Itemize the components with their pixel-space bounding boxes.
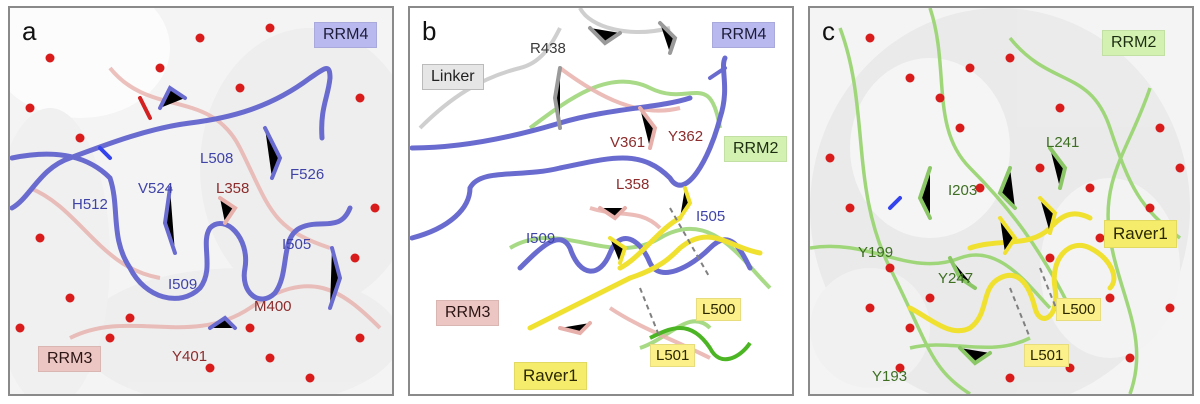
residue-label: I509 — [526, 230, 556, 247]
residue-label: R438 — [530, 40, 566, 57]
raver-residue-label: L501 — [650, 344, 696, 367]
residue-label: I505 — [282, 236, 312, 253]
residue-label: I203 — [948, 182, 978, 199]
structure-render-a — [10, 8, 392, 394]
raver-residue-label: L500 — [696, 298, 742, 321]
linker-label: Linker — [422, 64, 484, 90]
rrm4-label: RRM4 — [712, 22, 776, 48]
rrm2-strand-b — [649, 326, 752, 362]
residue-label: V361 — [610, 134, 646, 151]
residue-label: Y199 — [858, 244, 894, 261]
panel-letter: b — [422, 16, 437, 46]
raver-residue-label: L501 — [1024, 344, 1070, 367]
residue-label: Y193 — [872, 368, 908, 385]
linker-ribbon-b — [418, 8, 671, 130]
rrm2-label: RRM2 — [724, 136, 788, 162]
panel-a: a RRM4 RRM3 L508 F526 H512 V524 L358 I50… — [8, 6, 394, 396]
raver1-label: Raver1 — [514, 362, 587, 390]
residue-label: H512 — [72, 196, 108, 213]
residue-label: I505 — [696, 208, 726, 225]
raver-residue-label: L500 — [1056, 298, 1102, 321]
rrm4-label: RRM4 — [314, 22, 378, 48]
surface-a — [10, 8, 392, 394]
residue-label: L508 — [200, 150, 234, 167]
sticks-c — [888, 146, 1068, 366]
rrm3-label: RRM3 — [436, 300, 500, 326]
rrm4-ribbon-a — [10, 66, 353, 302]
residue-label: F526 — [290, 166, 325, 183]
residue-label: L358 — [616, 176, 650, 193]
residue-label: Y247 — [938, 270, 974, 287]
residue-label: M400 — [254, 298, 292, 315]
raver1-label: Raver1 — [1104, 220, 1177, 248]
residue-label: V524 — [138, 180, 174, 197]
residue-label: Y362 — [668, 128, 704, 145]
residue-label: I509 — [168, 276, 198, 293]
rrm3-label: RRM3 — [38, 346, 102, 372]
rrm2-label: RRM2 — [1102, 30, 1166, 56]
water-molecules-a — [15, 23, 380, 383]
residue-label: L358 — [216, 180, 250, 197]
residue-label: L241 — [1046, 134, 1080, 151]
sticks-b — [552, 21, 727, 336]
panel-b: b RRM4 Linker RRM2 RRM3 Raver1 R438 V361… — [408, 6, 794, 396]
raver1-ribbon-b — [527, 215, 763, 331]
panel-letter: c — [822, 16, 835, 46]
panel-c: c RRM2 Raver1 L241 I203 Y199 Y247 Y193 L… — [808, 6, 1194, 396]
panel-letter: a — [22, 16, 37, 46]
sticks-a — [98, 85, 343, 330]
distance-lines-b — [639, 207, 711, 339]
residue-label: Y401 — [172, 348, 208, 365]
structure-render-c — [810, 8, 1190, 394]
rrm3-ribbon-a — [29, 66, 382, 340]
